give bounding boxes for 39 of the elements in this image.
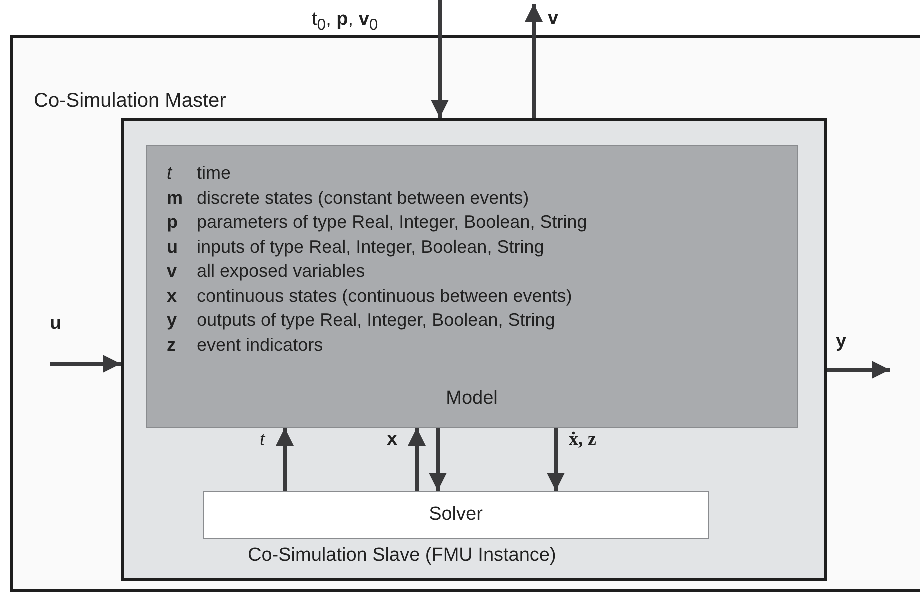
edge-label: x: [387, 429, 398, 451]
arrow: [547, 428, 565, 491]
model-label: Model: [445, 388, 499, 410]
variable-description: event indicators: [197, 334, 324, 356]
variable-description: inputs of type Real, Integer, Boolean, String: [197, 236, 544, 258]
variable-symbol: m: [167, 186, 184, 208]
variable-symbol: y: [167, 309, 178, 331]
variable-symbol: v: [167, 260, 178, 282]
variable-symbol: p: [167, 211, 178, 233]
variable-description: continuous states (continuous between events): [197, 284, 572, 306]
edge-label: t$_{0}$, p, v$_{0}$: [312, 9, 378, 36]
master-box: [10, 35, 920, 592]
variable-symbol: x: [167, 284, 178, 306]
slave-title: Co-Simulation Slave (FMU Instance): [248, 545, 556, 567]
edge-label: v: [548, 8, 559, 30]
edge-label: u: [50, 313, 62, 335]
variable-description: discrete states (constant between events): [197, 186, 530, 208]
slave-box: [121, 118, 827, 581]
model-box: [146, 145, 798, 428]
arrow: [276, 428, 294, 491]
master-title: Co-Simulation Master: [34, 90, 226, 112]
arrow: [431, 0, 449, 118]
variable-symbol: t: [167, 162, 172, 184]
solver-label: Solver: [428, 504, 484, 526]
variable-description: time: [197, 162, 232, 184]
variable-description: outputs of type Real, Integer, Boolean, String: [197, 309, 556, 331]
edge-label: ẋ, z: [569, 429, 596, 451]
arrow: [429, 428, 447, 491]
arrow: [525, 4, 543, 118]
edge-label: y: [836, 331, 847, 353]
arrow: [408, 428, 426, 491]
variable-symbol: z: [167, 334, 176, 356]
arrow: [50, 355, 121, 373]
solver-box: [203, 491, 709, 539]
edge-label: t: [260, 429, 266, 451]
variable-description: all exposed variables: [197, 260, 366, 282]
arrow: [827, 361, 890, 379]
variable-symbol: u: [167, 236, 178, 258]
variable-description: parameters of type Real, Integer, Boolean, String: [197, 211, 588, 233]
